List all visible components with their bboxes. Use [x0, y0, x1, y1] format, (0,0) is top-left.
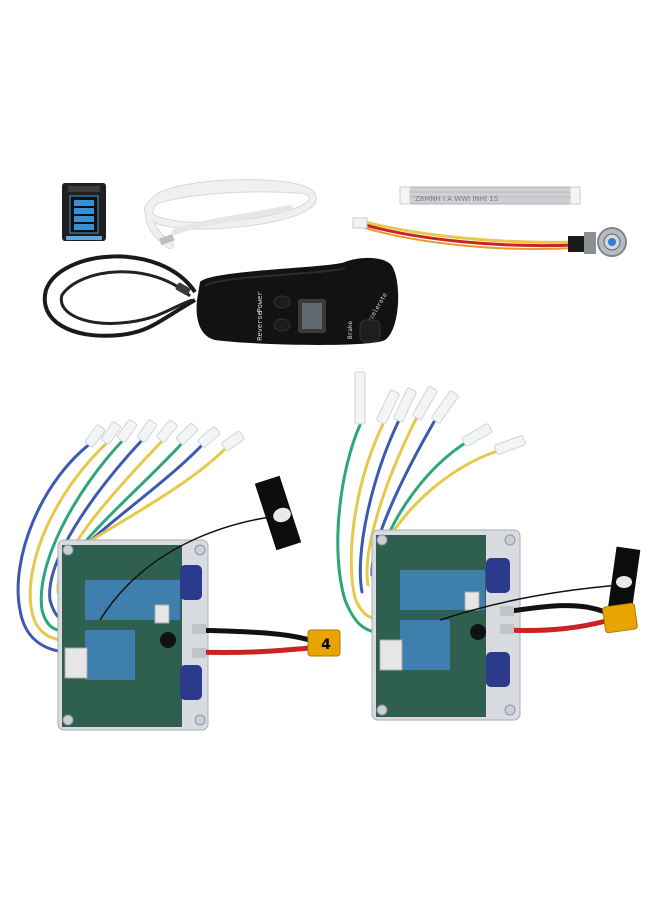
ribbon-cable: Z8MNH I A WWI INHI 1S	[399, 186, 581, 205]
remote-label-reverse: Reverse	[256, 311, 264, 341]
remote-controller: Power Reverse Brake Accelerate	[42, 254, 399, 345]
remote-label-power: Power	[256, 291, 264, 312]
usb-cable	[144, 179, 317, 249]
power-switch-cable	[352, 217, 627, 257]
esc-board-right	[336, 371, 641, 721]
ribbon-cable-print: Z8MNH I A WWI INHI 1S	[415, 195, 499, 203]
esc-board-left: 4	[16, 419, 341, 731]
remote-label-brake: Brake	[347, 321, 354, 339]
battery-indicator-module	[62, 183, 106, 241]
xt60-connector-mark: 4	[321, 637, 331, 653]
